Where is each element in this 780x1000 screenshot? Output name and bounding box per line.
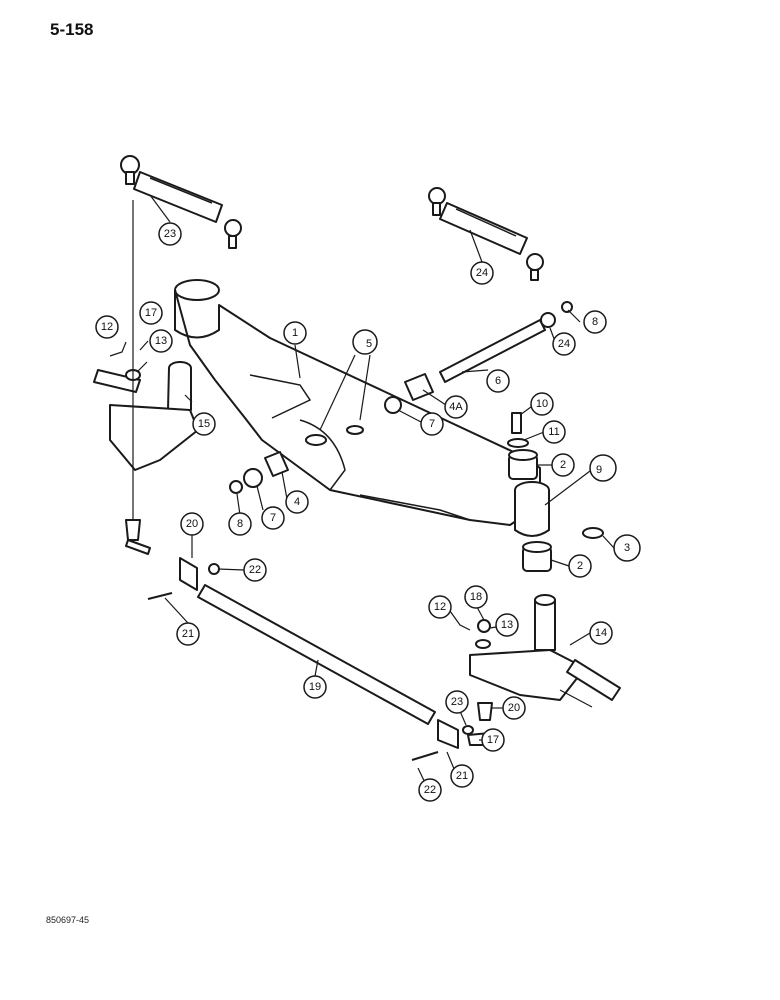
callout-20-left: 20 [180,512,204,536]
steering-cylinder-right [428,187,544,281]
callout-23-left: 23 [158,222,182,246]
callout-label: 5 [366,338,372,350]
left-bushing-stack [229,451,289,494]
callout-label: 23 [164,228,176,240]
callout-label: 6 [495,375,501,387]
callout-12-left: 12 [95,315,119,339]
callout-label: 12 [434,601,446,613]
callout-18: 20 [502,696,526,720]
callout-label: 8 [237,518,243,530]
callout-8-right: 8 [583,310,607,334]
callout-22-right: 23 [445,690,469,714]
callout-label: 17 [487,734,499,746]
callout-15: 15 [192,412,216,436]
page-number: 5-158 [50,20,94,39]
callout-label: 24 [558,338,570,350]
callout-10: 10 [530,392,554,416]
callout-9: 9 [589,454,617,482]
callout-label: 7 [429,418,435,430]
callout-21-right: 22 [418,778,442,802]
bushing-group [507,412,604,572]
callout-label: 7 [270,512,276,524]
callout-6: 6 [486,369,510,393]
callout-label: 4A [449,401,463,413]
callout-8-left: 8 [228,512,252,536]
callout-4a: 3 [613,534,641,562]
callout-1: 1 [283,321,307,345]
callout-13-left: 13 [149,329,173,353]
callout-13-right: 13 [495,613,519,637]
callout-label: 18 [470,591,482,603]
callout-label: 21 [456,770,468,782]
callout-label: 20 [508,702,520,714]
callout-4: 4 [285,490,309,514]
callout-label: 1 [292,327,298,339]
callout-17-right: 18 [464,585,488,609]
callout-label: 19 [309,681,321,693]
callout-label: 3 [624,542,630,554]
callout-label: 20 [186,518,198,530]
callout-7-right: 7 [420,412,444,436]
callout-label: 10 [536,398,548,410]
callout-label: 21 [182,628,194,640]
callout-label: 23 [451,696,463,708]
callout-16: 17 [481,728,505,752]
callout-label: 24 [476,267,488,279]
steering-cylinder-left [120,155,242,249]
callout-label: 13 [155,335,167,347]
callout-label: 8 [592,316,598,328]
callout-20-right: 21 [450,764,474,788]
callout-label: 4 [294,496,300,508]
callout-label: 22 [424,784,436,796]
right-spindle [469,594,621,701]
callout-11: 11 [542,420,566,444]
callout-label: 14 [595,627,607,639]
callout-23-right: 24 [470,261,494,285]
callout-7-left: 7 [261,506,285,530]
callout-17-left: 17 [139,301,163,325]
callout-14: 14 [589,621,613,645]
pivot-pin [384,301,573,414]
callout-label: 11 [548,426,559,438]
tie-rod-assembly [147,557,493,761]
callout-21-left: 21 [176,622,200,646]
callout-2-lower: 2 [568,554,592,578]
figure-code: 850697-45 [46,915,90,925]
callout-label: 12 [101,321,113,333]
callout-2-upper: 2 [551,453,575,477]
callout-19: 19 [303,675,327,699]
callout-5: 5 [352,329,378,355]
callout-label: 2 [560,459,566,471]
callout-label: 22 [249,564,261,576]
callout-3: 4A [444,395,468,419]
callout-12-right: 12 [428,595,452,619]
callout-label: 9 [596,464,602,476]
callout-label: 17 [145,307,157,319]
axle-beam [174,279,550,537]
callout-22-left: 22 [243,558,267,582]
callout-label: 13 [501,619,513,631]
left-spindle [93,200,199,555]
callout-label: 15 [198,418,210,430]
callout-label: 2 [577,560,583,572]
callout-24: 24 [552,332,576,356]
